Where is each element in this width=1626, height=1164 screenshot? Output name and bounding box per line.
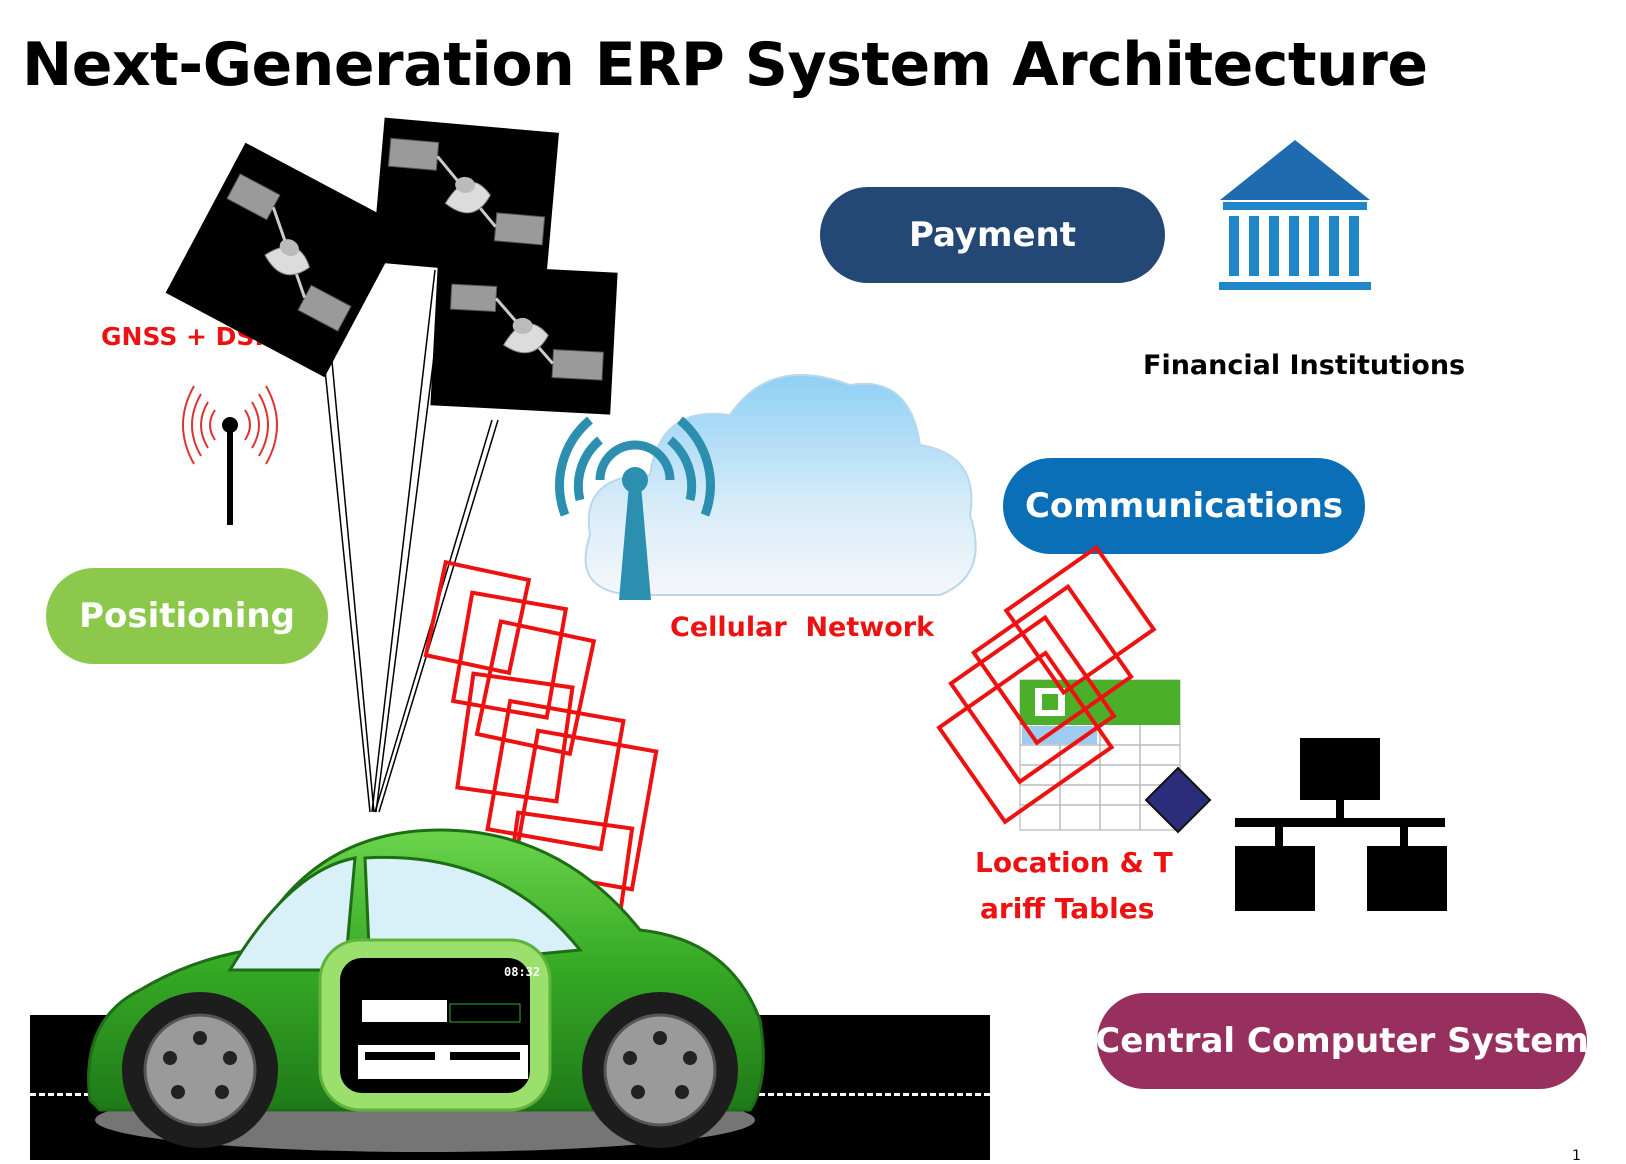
payment-badge: Payment (820, 187, 1165, 283)
page-title: Next-Generation ERP System Architecture (22, 30, 1428, 100)
car-icon (87, 828, 765, 1152)
antenna-icon (182, 385, 278, 525)
cellular-network-label: Cellular Network (670, 612, 935, 643)
satellite-icon (165, 142, 405, 378)
communications-badge: Communications (1003, 458, 1365, 554)
satellite-icon (430, 263, 618, 415)
car-screen-time: 08:32 (504, 965, 541, 979)
page-number: 1 (1572, 1148, 1581, 1164)
bank-icon (1219, 140, 1371, 290)
financial-institutions-label: Financial Institutions (1143, 350, 1466, 381)
central-computer-system-badge: Central Computer System (1095, 993, 1589, 1089)
network-icon (1235, 738, 1447, 911)
satellite-icon (372, 117, 559, 278)
location-tariff-label-line2: ariff Tables (980, 892, 1155, 925)
location-tariff-label-line1: Location & T (975, 846, 1173, 879)
cell-tower-signal-icon (555, 416, 715, 600)
positioning-badge: Positioning (46, 568, 328, 664)
cloud-icon (584, 374, 977, 596)
